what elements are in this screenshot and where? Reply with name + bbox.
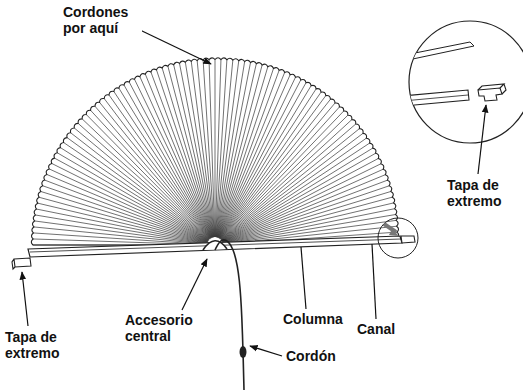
end-cap [12,258,31,269]
pleat-line [52,163,208,241]
pleat-line [86,115,209,240]
pleat-line [145,74,212,237]
inset-circle [409,21,523,143]
detail-arrow [384,224,396,232]
part-label: Cordones por aquí [62,4,142,36]
pleat-line [197,61,214,237]
cord-tassel [240,346,247,358]
pleat-line [203,60,214,237]
part-label: Columna [282,311,364,327]
pleat-line [220,92,321,238]
end-cap [401,236,415,243]
pleat-line [191,61,214,237]
pleated-fan [31,58,398,245]
pleat-line [114,91,211,238]
pleat-line [135,79,212,238]
pleat-line [222,164,381,242]
channel-rail [28,236,402,257]
part-label: Accesorio central [124,312,208,344]
pleat-line [217,67,268,238]
pleat-line [219,86,311,238]
pleat-line [221,115,348,239]
pleat-line [222,175,385,242]
fan-outline [31,58,398,245]
detail-marker [378,218,418,258]
pleat-line [71,133,209,240]
inset-detail [402,42,506,106]
pleat-line [222,169,383,241]
cord [215,240,244,390]
pleat-line [220,96,326,239]
leader-line [372,244,376,319]
pleat-line [156,70,212,238]
pleat-line [220,107,339,239]
detail-guide [398,150,412,218]
part-label: Cordón [285,348,357,364]
pleat-line [179,63,213,237]
pleat-line [223,197,393,243]
pleat-line [49,169,208,242]
part-label: Tapa de extremo [4,329,78,361]
pleat-line [222,159,378,242]
pleat-line [36,209,207,243]
leader-line [250,346,282,356]
pleat-line [223,191,391,242]
pleat-line [209,60,215,237]
pleat-line [119,88,211,238]
part-label: Canal [356,321,418,337]
pleat-line [100,102,210,238]
pleat-line [219,83,306,238]
detail-arrowhead [389,229,399,236]
pleat-line [215,60,216,238]
leader-line [301,247,306,309]
pleat-line [218,72,285,237]
part-label: Tapa de extremo [446,177,520,209]
pleat-line [129,82,211,238]
leader-line [182,259,207,310]
leader-line [22,272,28,326]
pleat-line [219,80,301,238]
pleat-line [220,103,335,239]
leader-line [140,30,211,64]
pleat-line [223,186,390,243]
pleat-line [222,138,367,240]
pleat-line [109,95,210,239]
pleat-line [104,99,210,239]
pleat-line [124,85,211,238]
pleat-line [174,65,214,237]
leader-line [478,105,486,174]
